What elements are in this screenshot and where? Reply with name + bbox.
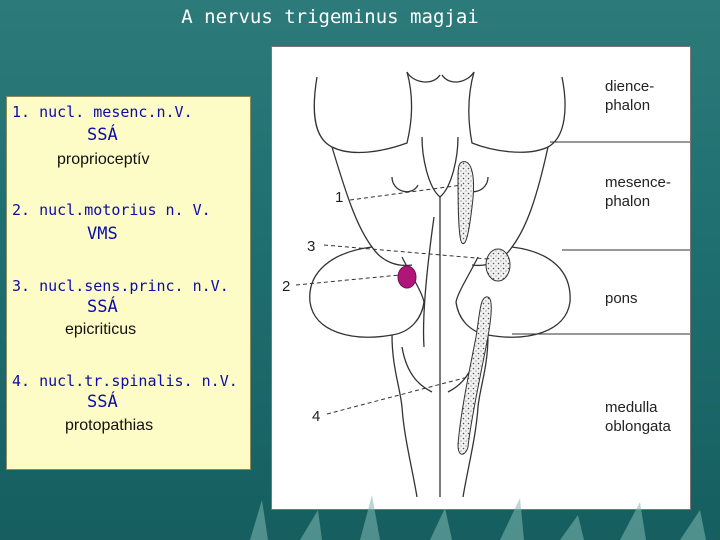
mesencephalic-nucleus bbox=[458, 162, 474, 244]
nucleus-3-desc: epicriticus bbox=[65, 321, 136, 339]
nucleus-1-name: 1. nucl. mesenc.n.V. bbox=[12, 103, 193, 121]
region-medulla-line1: medulla bbox=[605, 398, 671, 417]
nucleus-2-name: 2. nucl.motorius n. V. bbox=[12, 201, 211, 219]
nucleus-3-type: SSÁ bbox=[87, 297, 118, 317]
region-mesencephalon-line2: phalon bbox=[605, 192, 671, 211]
marker-3: 3 bbox=[307, 238, 315, 255]
marker-1: 1 bbox=[335, 189, 343, 206]
grass-decoration bbox=[0, 480, 720, 540]
region-label-pons: pons bbox=[605, 289, 638, 308]
principal-sensory-nucleus bbox=[486, 249, 510, 281]
region-mesencephalon-line1: mesence- bbox=[605, 173, 671, 192]
nucleus-1-desc: proprioceptív bbox=[57, 151, 150, 169]
nuclei-list-panel: 1. nucl. mesenc.n.V. SSÁ proprioceptív 2… bbox=[6, 96, 251, 470]
brainstem-diagram bbox=[272, 47, 690, 509]
nucleus-4-type: SSÁ bbox=[87, 392, 118, 412]
brainstem-figure: dience- phalon mesence- phalon pons medu… bbox=[271, 46, 691, 510]
region-pons-line1: pons bbox=[605, 289, 638, 308]
nucleus-3-name: 3. nucl.sens.princ. n.V. bbox=[12, 277, 229, 295]
region-label-diencephalon: dience- phalon bbox=[605, 77, 654, 115]
marker-2: 2 bbox=[282, 278, 290, 295]
region-diencephalon-line2: phalon bbox=[605, 96, 654, 115]
region-divider-lines bbox=[512, 142, 690, 334]
region-label-medulla: medulla oblongata bbox=[605, 398, 671, 436]
motor-nucleus bbox=[398, 266, 416, 288]
marker-4: 4 bbox=[312, 408, 320, 425]
nucleus-4-name: 4. nucl.tr.spinalis. n.V. bbox=[12, 372, 238, 390]
nucleus-1-type: SSÁ bbox=[87, 125, 118, 145]
nucleus-2-type: VMS bbox=[87, 224, 118, 244]
nucleus-4-desc: protopathias bbox=[65, 417, 153, 435]
pointer-1 bbox=[350, 185, 462, 200]
region-medulla-line2: oblongata bbox=[605, 417, 671, 436]
pointer-2 bbox=[296, 275, 400, 285]
slide-title: A nervus trigeminus magjai bbox=[0, 6, 660, 28]
brainstem-outline bbox=[310, 72, 570, 497]
region-diencephalon-line1: dience- bbox=[605, 77, 654, 96]
region-label-mesencephalon: mesence- phalon bbox=[605, 173, 671, 211]
